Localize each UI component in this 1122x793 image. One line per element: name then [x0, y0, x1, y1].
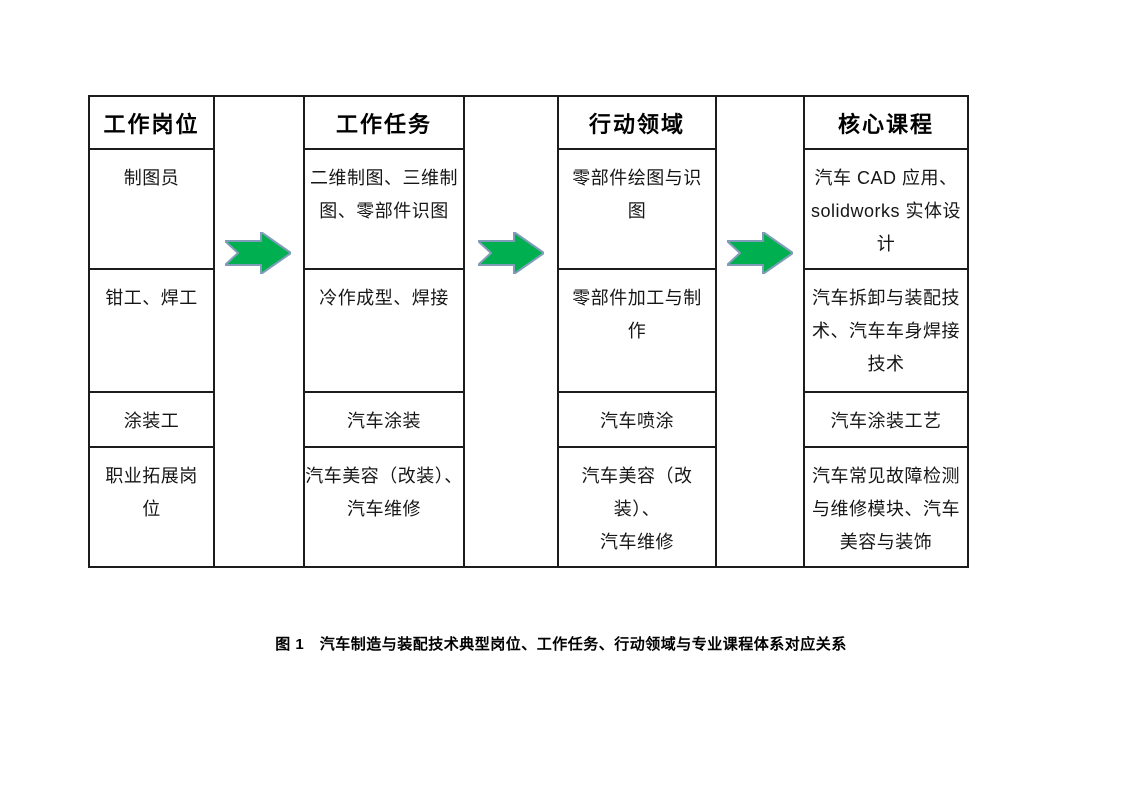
tasks-cell-row1: 二维制图、三维制 图、零部件识图 [303, 148, 465, 270]
domains-cell-row3: 汽车喷涂 [557, 391, 717, 448]
tasks-cell-row3: 汽车涂装 [303, 391, 465, 448]
courses-cell-row1: 汽车 CAD 应用、 solidworks 实体设 计 [803, 148, 969, 270]
arrow-lane-2 [463, 95, 559, 568]
tasks-cell-row4: 汽车美容（改装）、 汽车维修 [303, 446, 465, 568]
right-arrow-icon [478, 232, 544, 274]
courses-cell-row4: 汽车常见故障检测 与维修模块、汽车 美容与装饰 [803, 446, 969, 568]
arrow-lane-1 [213, 95, 305, 568]
right-arrow-icon [225, 232, 291, 274]
courses-cell-row2: 汽车拆卸与装配技 术、汽车车身焊接 技术 [803, 268, 969, 393]
domains-cell-row2: 零部件加工与制 作 [557, 268, 717, 393]
tasks-cell-row2: 冷作成型、焊接 [303, 268, 465, 393]
positions-cell-row3: 涂装工 [88, 391, 215, 448]
right-arrow-icon [727, 232, 793, 274]
domains-cell-row4: 汽车美容（改装）、 汽车维修 [557, 446, 717, 568]
domains-cell-row1: 零部件绘图与识 图 [557, 148, 717, 270]
positions-cell-row4: 职业拓展岗 位 [88, 446, 215, 568]
domains-header-cell: 行动领域 [557, 95, 717, 150]
courses-cell-row3: 汽车涂装工艺 [803, 391, 969, 448]
right-arrow-shape [727, 232, 793, 274]
figure-caption: 图 1 汽车制造与装配技术典型岗位、工作任务、行动领域与专业课程体系对应关系 [275, 636, 847, 653]
positions-cell-row2: 钳工、焊工 [88, 268, 215, 393]
arrow-lane-3 [715, 95, 805, 568]
positions-cell-row1: 制图员 [88, 148, 215, 270]
right-arrow-shape [225, 232, 291, 274]
right-arrow-shape [478, 232, 544, 274]
positions-header-cell: 工作岗位 [88, 95, 215, 150]
courses-header-cell: 核心课程 [803, 95, 969, 150]
tasks-header-cell: 工作任务 [303, 95, 465, 150]
